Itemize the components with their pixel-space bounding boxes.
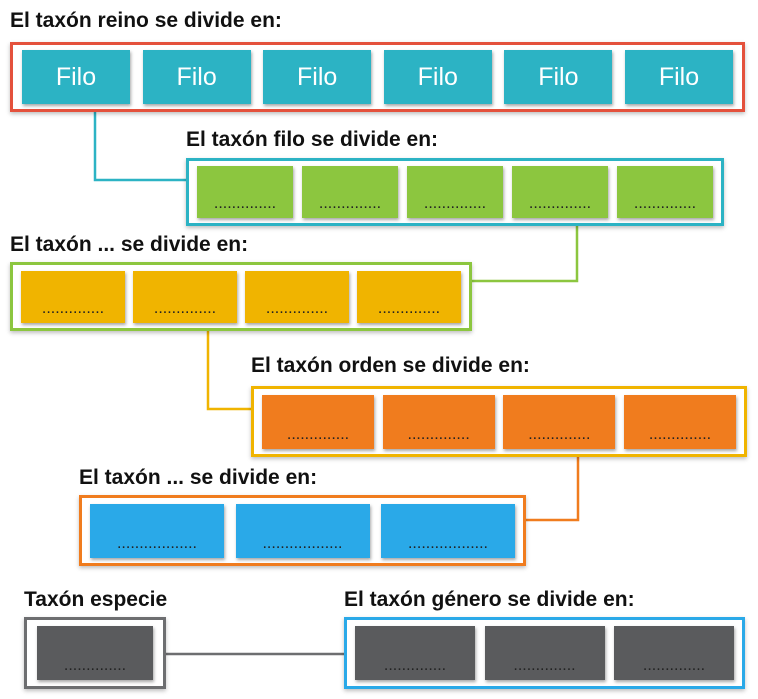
cell-filo: Filo: [383, 50, 492, 104]
cell-blank: ..............: [355, 626, 475, 680]
cell-filo: Filo: [263, 50, 372, 104]
cell-blank: ..............: [503, 394, 616, 449]
cell-blank: ..............: [382, 394, 495, 449]
connector-orden-familia: [526, 457, 580, 522]
heading-especie: Taxón especie: [24, 588, 168, 611]
cell-filo: Filo: [624, 50, 733, 104]
connector-filo-clase: [470, 226, 579, 283]
cell-blank: ..............: [407, 166, 503, 218]
cell-blank: ..............: [614, 626, 734, 680]
frame-clase: .............. .............. ..........…: [10, 262, 472, 331]
cell-blank: ..............: [357, 270, 461, 323]
cell-filo: Filo: [504, 50, 613, 104]
heading-orden: El taxón orden se divide en:: [251, 354, 530, 377]
cell-blank: ..............: [197, 166, 293, 218]
cell-filo: Filo: [22, 50, 130, 104]
cell-blank: ..............: [133, 270, 237, 323]
connector-clase-orden: [206, 331, 251, 411]
connector-reino-filo: [93, 110, 188, 182]
heading-familia: El taxón ... se divide en:: [79, 466, 318, 489]
cell-blank: ..............: [245, 270, 349, 323]
cell-blank: ..................: [90, 503, 224, 558]
heading-reino: El taxón reino se divide en:: [10, 9, 282, 32]
frame-genero: .............. .............. ..........…: [344, 617, 745, 689]
heading-clase: El taxón ... se divide en:: [10, 233, 249, 256]
cell-blank: ..................: [235, 503, 370, 558]
frame-familia: .................. .................. ..…: [79, 495, 526, 566]
frame-orden: .............. .............. ..........…: [251, 386, 747, 457]
cell-blank: ..............: [623, 394, 736, 449]
cell-blank: ..................: [381, 503, 515, 558]
cell-blank: ..............: [617, 166, 713, 218]
frame-especie: ..............: [24, 617, 166, 689]
cell-filo: Filo: [142, 50, 251, 104]
cell-blank: ..............: [262, 394, 374, 449]
frame-reino: Filo Filo Filo Filo Filo Filo: [10, 42, 745, 112]
cell-blank: ..............: [512, 166, 608, 218]
cell-blank: ..............: [302, 166, 398, 218]
heading-filo: El taxón filo se divide en:: [186, 128, 439, 151]
cell-blank: ..............: [37, 626, 153, 680]
cell-blank: ..............: [21, 270, 125, 323]
frame-filo: .............. .............. ..........…: [186, 158, 724, 226]
cell-blank: ..............: [484, 626, 605, 680]
heading-genero: El taxón género se divide en:: [344, 588, 635, 611]
